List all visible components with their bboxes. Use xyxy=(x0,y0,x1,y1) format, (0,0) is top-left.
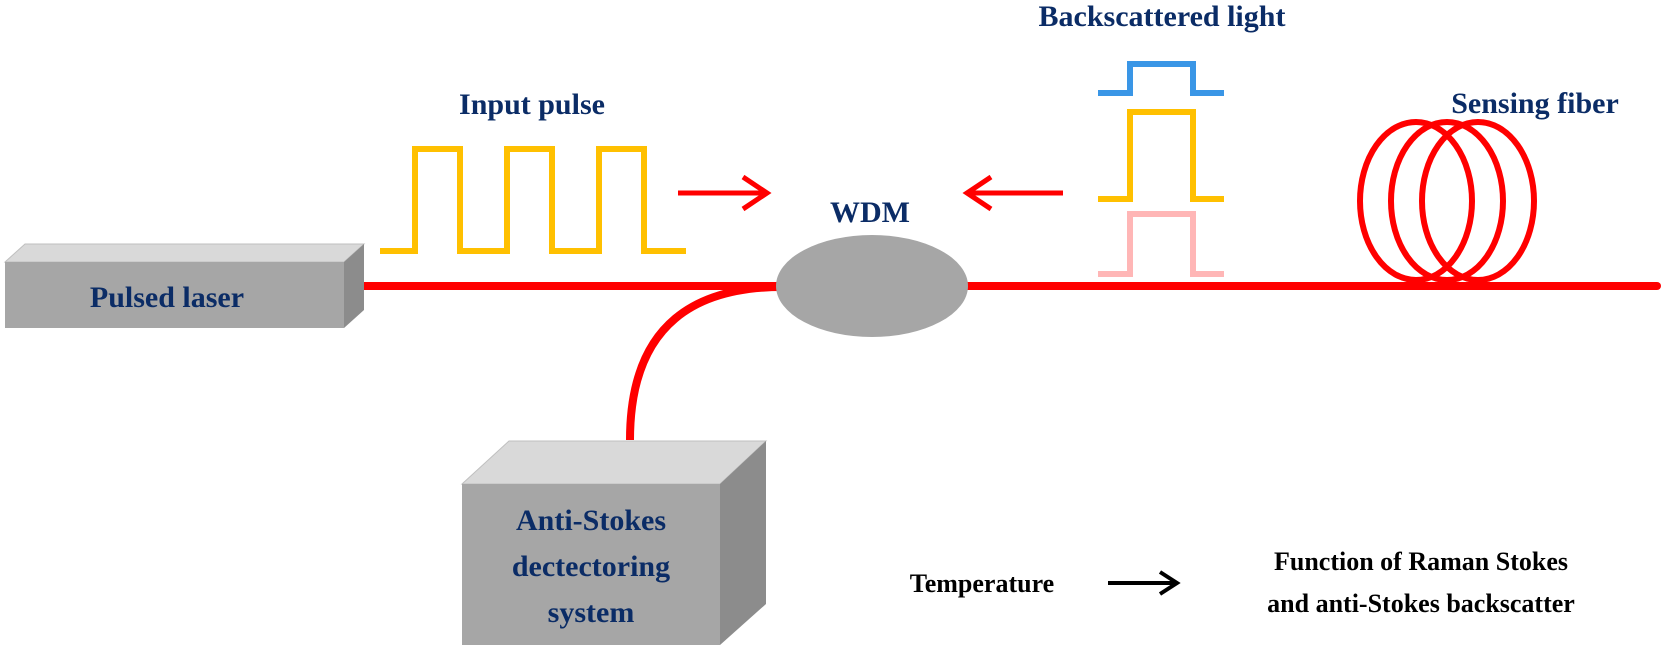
arrow-right-icon xyxy=(1108,570,1181,596)
arrow-right-icon xyxy=(678,174,772,212)
detector-fiber xyxy=(626,283,783,441)
stokes-backscatter-waveform xyxy=(1098,109,1224,202)
detector-box: Anti-Stokes dectectoring system xyxy=(460,440,768,645)
pulsed-laser-box-front xyxy=(5,262,344,328)
temperature-label: Temperature xyxy=(910,569,1054,598)
rayleigh-backscatter-waveform xyxy=(1098,61,1224,96)
wdm-coupler xyxy=(776,235,968,337)
detector-box-top xyxy=(460,440,768,485)
wdm-label: WDM xyxy=(830,196,910,229)
input-pulse-waveform xyxy=(380,146,686,254)
input-pulse-label: Input pulse xyxy=(459,88,605,121)
detector-box-side xyxy=(720,441,766,645)
detector-label-line1: Anti-Stokes xyxy=(516,504,666,537)
arrow-left-icon xyxy=(962,174,1063,212)
backscattered-light-label: Backscattered light xyxy=(1039,0,1286,33)
function-label-line1: Function of Raman Stokes xyxy=(1274,547,1568,576)
detector-label-line2: dectectoring xyxy=(512,550,670,583)
function-label-line2: and anti-Stokes backscatter xyxy=(1267,589,1575,618)
anti-stokes-backscatter-waveform xyxy=(1098,211,1224,277)
pulsed-laser-box-top xyxy=(3,243,366,263)
coil-icon xyxy=(1357,119,1537,283)
detector-box-front xyxy=(462,484,720,645)
pulsed-laser-box-side xyxy=(344,244,364,328)
detector-label-line3: system xyxy=(548,596,635,629)
pulsed-laser-label: Pulsed laser xyxy=(90,281,244,314)
pulsed-laser-box: Pulsed laser xyxy=(3,243,366,328)
sensing-fiber-label: Sensing fiber xyxy=(1451,87,1619,120)
